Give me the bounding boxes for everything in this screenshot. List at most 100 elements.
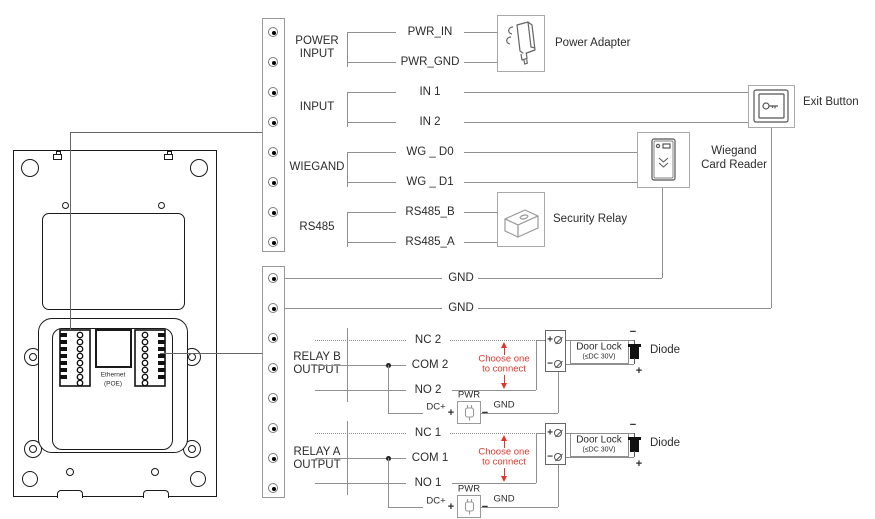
wire-rs485-a <box>347 242 396 243</box>
wire-label-com2: COM 2 <box>411 359 449 371</box>
exit-button-box <box>748 85 795 128</box>
wire-com2 <box>315 365 406 366</box>
wire-wg-d1-2 <box>464 182 637 183</box>
diode-minus-sign-a: − <box>629 419 637 431</box>
terminal-dot <box>268 363 278 373</box>
screw-terminal-icon <box>554 360 562 368</box>
choose-arrow-down-stem-b <box>503 375 505 383</box>
diode-lead-bottom-a <box>634 451 635 457</box>
power-adapter-label: Power Adapter <box>555 37 631 49</box>
psu-box-a <box>457 495 481 518</box>
choose-arrow-down-stem-a <box>503 468 505 476</box>
wiegand-reader-label-line1: Wiegand <box>711 145 757 157</box>
diode-plus-sign-b: + <box>635 365 643 377</box>
choose-arrow-up-stem-b <box>503 347 505 355</box>
terminal-dot <box>268 27 278 37</box>
group-label-wiegand: WIEGAND <box>289 161 345 173</box>
gasket-hole-bottom-left <box>29 445 37 453</box>
gasket-hole-bottom-right <box>188 445 196 453</box>
right-terminal-connector <box>134 329 166 387</box>
terminal-dot <box>268 303 278 313</box>
terminal-dot <box>268 237 278 247</box>
wire-in2 <box>347 122 396 123</box>
wire-gnd1-riser-to-reader <box>662 188 663 278</box>
screw-terminal-icon <box>554 453 562 461</box>
screw-hole-right <box>158 202 165 209</box>
dc-plus-label-b: DC+ <box>426 401 446 413</box>
terminal-dot <box>268 147 278 157</box>
wire-label-pwr-gnd: PWR_GND <box>400 56 460 68</box>
choose-arrow-down-a <box>500 476 507 482</box>
diode-lead-bottom-b <box>634 358 635 364</box>
bracket-input <box>347 92 348 127</box>
mounting-hole-bottom-right <box>190 471 206 487</box>
terminal-dot <box>268 57 278 67</box>
bottom-hole-left <box>66 468 74 476</box>
diode-lead-top-b <box>634 340 635 345</box>
psu-label-a: PWR <box>457 483 481 495</box>
wire-psu-gnd-b <box>481 413 558 414</box>
terminal-dot <box>268 117 278 127</box>
choose-label-b-line1: Choose one <box>478 353 530 365</box>
lock-plus-sign-a: + <box>547 427 553 439</box>
wire-pwr-gnd-2 <box>464 62 497 63</box>
bracket-wiegand <box>347 152 348 187</box>
door-lock-label-b: Door Lock <box>576 341 622 353</box>
wire-label-wg-d0: WG _ D0 <box>406 146 454 158</box>
dc-plus-label-a: DC+ <box>426 495 446 507</box>
wiegand-reader-label-line2: Card Reader <box>701 159 767 171</box>
device-upper-opening <box>42 213 185 310</box>
psu-plug-icon <box>464 499 475 515</box>
group-label-power-line1: POWER <box>295 35 339 47</box>
wire-label-no1: NO 1 <box>414 477 442 489</box>
wire-gnd1 <box>284 278 442 279</box>
door-lock-label-a: Door Lock <box>576 434 622 446</box>
exit-button-label: Exit Button <box>803 96 859 108</box>
psu-gnd-label-a: GND <box>493 493 515 505</box>
upper-terminal-strip <box>262 18 285 252</box>
wire-rs485-b-2 <box>464 212 497 213</box>
lock-minus-sign-a: − <box>547 451 553 463</box>
lock-minus-sign-b: − <box>547 358 553 370</box>
leader-line-upper-horizontal <box>70 132 262 133</box>
bottom-notch-right <box>143 490 169 498</box>
psu-plus-sign-b: + <box>447 407 455 419</box>
screw-terminal-icon <box>554 336 562 344</box>
wire-com1 <box>315 458 406 459</box>
mounting-hole-top-left <box>21 159 39 177</box>
terminal-dot <box>268 453 278 463</box>
choose-arrow-up-stem-a <box>503 440 505 448</box>
left-terminal-connector <box>59 329 91 387</box>
wire-wg-d0 <box>347 152 396 153</box>
diode-minus-sign-b: − <box>629 326 637 338</box>
wire-gnd1-2 <box>478 278 662 279</box>
diode-label-a: Diode <box>650 437 681 449</box>
wire-lock-minus-drop-a <box>558 465 559 507</box>
group-label-input: INPUT <box>299 101 335 113</box>
wire-gnd2-2 <box>478 308 771 309</box>
card-reader-icon <box>651 138 676 181</box>
wire-label-no2: NO 2 <box>414 384 442 396</box>
wiegand-reader-box <box>637 132 690 188</box>
wire-label-in1: IN 1 <box>419 86 441 98</box>
door-lock-label-box-a <box>570 433 629 457</box>
leader-line-lower <box>160 353 262 354</box>
door-lock-label-box-b <box>570 340 629 364</box>
bottom-notch-left <box>57 490 83 498</box>
wire-no1-stub <box>536 433 545 434</box>
wire-label-rs485-a: RS485_A <box>405 236 455 248</box>
wire-label-in2: IN 2 <box>419 116 441 128</box>
wire-com1-to-dc <box>388 458 389 507</box>
group-label-power-line2: INPUT <box>299 48 335 60</box>
choose-label-a-line2: to connect <box>482 456 526 468</box>
wire-pwr-in-2 <box>464 32 497 33</box>
wire-label-rs485-b: RS485_B <box>405 206 455 218</box>
choose-label-a-line1: Choose one <box>478 446 530 458</box>
wire-nc2-2 <box>450 340 545 341</box>
gasket-hole-top-right <box>188 353 196 361</box>
leader-line-upper-vertical <box>70 132 71 330</box>
wire-nc2 <box>315 340 406 341</box>
mounting-hole-bottom-left <box>22 471 38 487</box>
wire-rs485-a-2 <box>464 242 497 243</box>
